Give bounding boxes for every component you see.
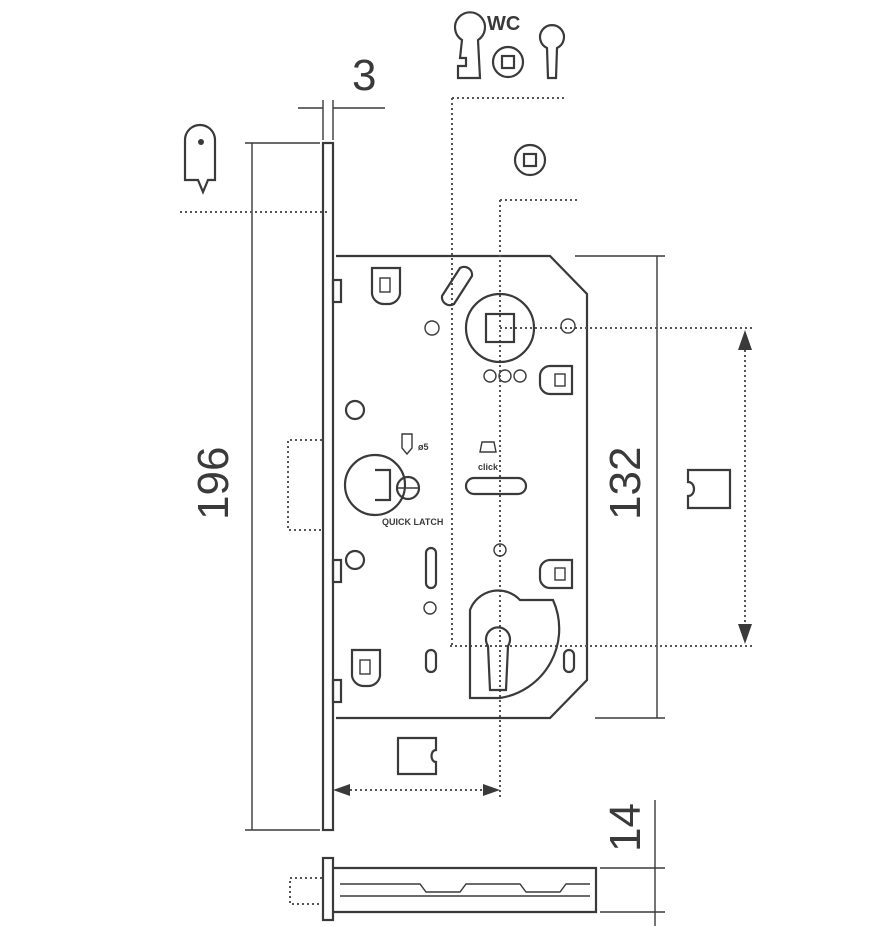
faceplate <box>321 141 335 832</box>
faceplate-tab <box>331 558 343 584</box>
dim-3-label: 3 <box>352 51 376 100</box>
spindle-square-icon <box>396 736 438 776</box>
wc-turn-icon-2 <box>513 143 547 177</box>
latch-icon <box>183 123 217 195</box>
dim-14-label: 14 <box>601 803 650 852</box>
dim-132-label: 132 <box>601 447 650 520</box>
lock-body <box>336 254 589 720</box>
bottom-view: 14 <box>289 800 665 926</box>
keyhole-icon <box>453 11 487 80</box>
latch-outline <box>287 439 322 531</box>
faceplate-tab <box>331 678 343 704</box>
wc-label: WC <box>487 13 520 35</box>
cylinder-icon <box>538 24 566 80</box>
bolt-diameter-label: ø5 <box>418 442 429 452</box>
dim-thickness: 3 <box>298 51 385 140</box>
click-label: click <box>478 462 499 472</box>
lock-internals <box>343 265 576 700</box>
dim-faceplate-height: 196 <box>189 142 320 831</box>
faceplate-tab <box>331 278 343 304</box>
dim-196-label: 196 <box>189 447 238 520</box>
dim-body-height: 132 <box>575 255 665 719</box>
square-spindle-icon <box>686 468 732 510</box>
wc-turn-icon <box>491 45 525 79</box>
quick-latch-label: QUICK LATCH <box>382 517 443 527</box>
